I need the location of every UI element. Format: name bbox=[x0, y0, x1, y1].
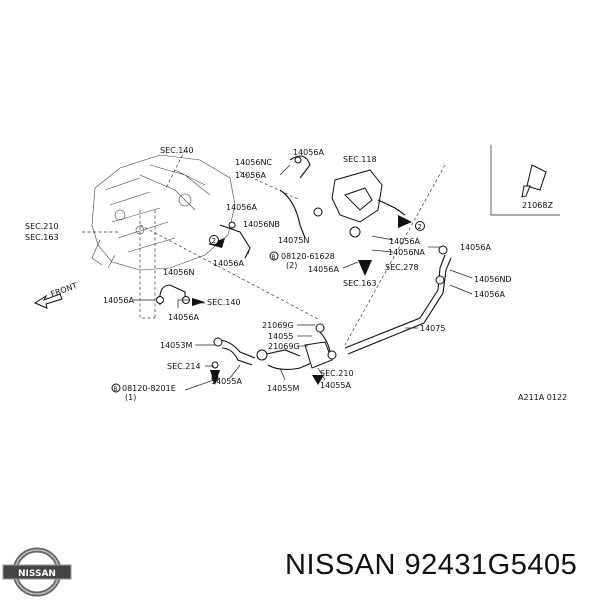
arrow-icon bbox=[358, 260, 372, 276]
label-14056nb: 14056NB bbox=[243, 220, 280, 229]
svg-text:2: 2 bbox=[418, 223, 422, 231]
arrow-icon bbox=[210, 370, 220, 385]
label-14056nd: 14056ND bbox=[474, 275, 512, 284]
label-21069g: 21069G bbox=[268, 342, 300, 351]
label-sec210: SEC.210 bbox=[320, 369, 354, 378]
circled-number-icon: 2 bbox=[415, 221, 425, 231]
leader-line bbox=[449, 269, 473, 279]
label-14056a: 14056A bbox=[460, 243, 491, 252]
label-21068z: 21068Z bbox=[522, 201, 553, 210]
label-14056a: 14056A bbox=[293, 148, 324, 157]
label-bolt-08120-61628: 08120-61628 bbox=[281, 252, 335, 261]
grease-tube-icon bbox=[521, 164, 547, 198]
clamp bbox=[294, 156, 302, 164]
label-sec140: SEC.140 bbox=[207, 298, 241, 307]
label-14055m: 14055M bbox=[267, 384, 299, 393]
leader-line bbox=[184, 379, 215, 391]
label-bolt-qty: (1) bbox=[125, 393, 136, 402]
label-14056nc: 14056NC bbox=[235, 158, 272, 167]
clamp bbox=[228, 221, 236, 229]
hose-14056nc bbox=[289, 155, 311, 179]
circled-bolt-icon: B bbox=[111, 383, 121, 393]
circled-bolt-icon: B bbox=[269, 251, 279, 261]
svg-text:B: B bbox=[114, 386, 118, 393]
label-14056a: 14056A bbox=[474, 290, 505, 299]
front-arrow-icon bbox=[33, 293, 63, 309]
leader-line bbox=[279, 164, 291, 176]
label-14056a: 14056A bbox=[389, 237, 420, 246]
label-sec163: SEC.163 bbox=[25, 233, 59, 242]
clamp bbox=[156, 296, 164, 304]
label-14075: 14075 bbox=[420, 324, 445, 333]
leader-line bbox=[371, 249, 394, 253]
arrow-icon bbox=[312, 375, 324, 385]
label-14056n: 14056N bbox=[163, 268, 194, 277]
label-14056a: 14056A bbox=[213, 259, 244, 268]
label-bolt-08120-8201e: 08120-8201E bbox=[122, 384, 176, 393]
label-14055a: 14055A bbox=[320, 381, 351, 390]
leader-line bbox=[449, 284, 473, 295]
label-sec210: SEC.210 bbox=[25, 222, 59, 231]
leader-sec140 bbox=[164, 149, 186, 191]
leader-14056a-top bbox=[239, 171, 301, 201]
water-pipe-14075-edge bbox=[347, 257, 452, 355]
label-sec118: SEC.118 bbox=[343, 155, 377, 164]
engine-block-drawing bbox=[91, 154, 236, 271]
circled-number-icon: 2 bbox=[209, 235, 219, 245]
svg-text:2: 2 bbox=[212, 237, 216, 245]
label-bolt-qty: (2) bbox=[286, 261, 297, 270]
label-14056a: 14056A bbox=[226, 203, 257, 212]
clamp bbox=[438, 245, 448, 255]
leader-long-diag bbox=[139, 224, 321, 321]
leader-line bbox=[229, 364, 241, 379]
clamp bbox=[435, 275, 445, 285]
label-14056a: 14056A bbox=[103, 296, 134, 305]
engine-bracket-line bbox=[139, 210, 155, 319]
label-reference-code: A211A 0122 bbox=[518, 393, 567, 402]
nissan-logo: NISSAN bbox=[2, 547, 72, 597]
leader-line bbox=[342, 261, 359, 269]
leader-line bbox=[279, 367, 286, 381]
label-14056na: 14056NA bbox=[388, 248, 425, 257]
label-14075n: 14075N bbox=[278, 236, 309, 245]
parts-diagram: 2 2 B B SEC.140 14056A 14056NC 14056A SE… bbox=[25, 145, 567, 402]
water-pipe-14075 bbox=[344, 254, 446, 349]
part-number-title: NISSAN 92431G5405 bbox=[285, 549, 578, 581]
label-sec214: SEC.214 bbox=[167, 362, 201, 371]
water-outlet-housing bbox=[331, 169, 406, 238]
label-sec278: SEC.278 bbox=[385, 263, 419, 272]
label-21069g: 21069G bbox=[262, 321, 294, 330]
hose-14056nb bbox=[219, 224, 251, 259]
arrow-icon bbox=[192, 298, 205, 306]
leader-line bbox=[317, 367, 326, 381]
hose-14075n bbox=[279, 189, 306, 239]
label-14056a: 14056A bbox=[168, 313, 199, 322]
label-14056a: 14056A bbox=[235, 171, 266, 180]
leader-right bbox=[344, 164, 446, 346]
leader-line bbox=[247, 247, 251, 255]
inset-frame bbox=[490, 145, 560, 216]
logo-text: NISSAN bbox=[18, 569, 56, 579]
label-sec163: SEC.163 bbox=[343, 279, 377, 288]
label-14056a: 14056A bbox=[308, 265, 339, 274]
label-14055a: 14055A bbox=[211, 377, 242, 386]
label-front: FRONT bbox=[50, 281, 79, 299]
svg-text:B: B bbox=[272, 254, 276, 261]
arrow-icon bbox=[398, 215, 412, 228]
leader-line bbox=[177, 299, 190, 308]
label-14053m: 14053M bbox=[160, 341, 192, 350]
clamp bbox=[313, 207, 323, 217]
label-sec140-top: SEC.140 bbox=[160, 146, 194, 155]
leader-line bbox=[371, 235, 394, 241]
hose-14056n bbox=[159, 284, 186, 306]
label-14055: 14055 bbox=[268, 332, 293, 341]
